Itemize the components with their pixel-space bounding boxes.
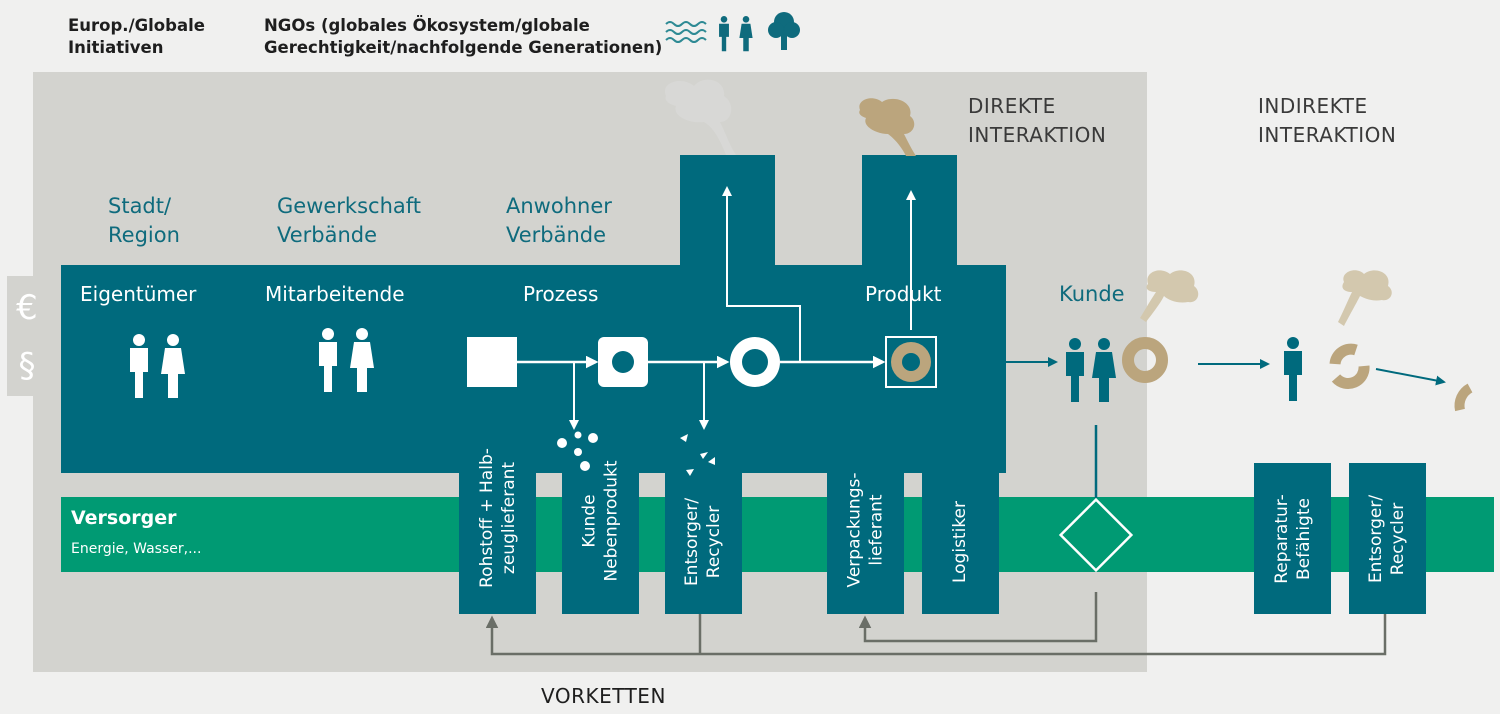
supply-chain-connectors	[485, 592, 1387, 656]
owner-label: Eigentümer	[80, 282, 197, 306]
worn-product-arc-2	[1331, 365, 1370, 389]
product-frame	[885, 336, 937, 388]
packaging-supplier-label: Verpackungs-lieferant	[844, 472, 887, 588]
raw-material-supplier-label: Rohstoff + Halb-zeuglieferant	[476, 448, 519, 588]
company-body	[61, 265, 1006, 473]
product-label: Produkt	[865, 282, 942, 306]
emission-cloud-icon	[859, 98, 916, 156]
chimney-product	[862, 155, 957, 267]
law-symbol: §	[18, 346, 36, 386]
supply-chains-label: VORKETTEN	[541, 684, 666, 708]
ngo-people-icon	[719, 16, 729, 52]
customer-emission-cloud-icon	[1140, 270, 1199, 322]
logistics-label: Logistiker	[950, 500, 971, 584]
water-waves-icon	[665, 21, 707, 43]
city-region-label: Stadt/ Region	[108, 194, 180, 247]
indirect-interaction-label: INDIREKTE INTERAKTION	[1258, 94, 1397, 147]
second-user-icon	[1284, 337, 1302, 401]
direct-interaction-label: DIREKTE INTERAKTION	[968, 94, 1107, 147]
regulation-column	[7, 276, 48, 396]
partner-box-raw	[459, 470, 536, 614]
ngo-label: NGOs (globales Ökosystem/globale Gerecht…	[264, 16, 663, 57]
supplier-title: Versorger	[71, 507, 177, 529]
smoke-cloud-icon	[664, 79, 736, 155]
union-label: Gewerkschaft Verbände	[277, 194, 422, 247]
repair-label: Reparatur-Befähigte	[1271, 493, 1314, 584]
partner-box-repair	[1254, 463, 1331, 614]
repair-emission-cloud-icon	[1338, 270, 1392, 326]
currency-symbol: €	[16, 288, 38, 328]
partner-box-recycler-2	[1349, 463, 1426, 614]
recycler-2-label: Entsorger/Recycler	[1366, 494, 1409, 583]
partner-box-recycler	[665, 470, 742, 614]
partner-box-packaging	[827, 470, 904, 614]
ngo-person-female-icon	[739, 16, 753, 52]
customer-label: Kunde	[1059, 282, 1125, 306]
europe-initiatives-label: Europ./Globale Initiativen	[68, 16, 205, 57]
supplier-subtitle: Energie, Wasser,...	[71, 541, 202, 557]
raw-material-square	[467, 337, 517, 387]
tree-icon	[768, 12, 800, 50]
partner-box-logistics	[922, 470, 999, 614]
partner-box-byproduct	[562, 470, 639, 614]
customer-product-ring	[1122, 337, 1168, 383]
waste-fragments-icon	[680, 434, 715, 476]
residents-label: Anwohner Verbände	[506, 194, 612, 247]
employees-label: Mitarbeitende	[265, 282, 405, 306]
recycler-label: Entsorger/Recycler	[682, 497, 725, 587]
byproduct-dots-icon	[557, 431, 598, 471]
product-fragment-icon	[1454, 383, 1473, 412]
packaging-diamond-icon	[1058, 497, 1134, 573]
process-label: Prozess	[523, 282, 599, 306]
worn-product-arc-1	[1329, 343, 1358, 365]
